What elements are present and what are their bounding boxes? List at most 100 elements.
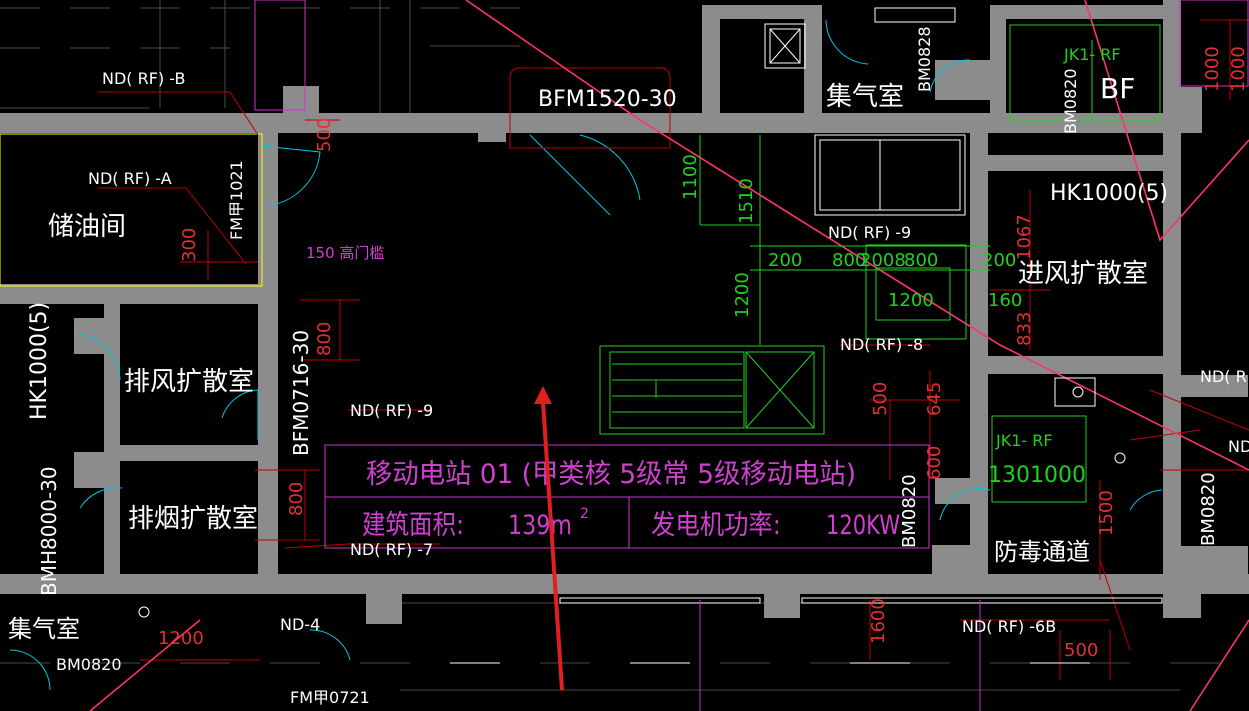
- diagonal-bottom-right: [1189, 619, 1249, 711]
- wall-bottom-pillar-2: [764, 574, 800, 618]
- door-exhaust: [77, 333, 121, 381]
- wall-bottom-pillar-1: [366, 574, 402, 624]
- label-nd-rf-9a: ND( RF) -9: [350, 401, 433, 420]
- label-nd-rf-a: ND( RF) -A: [88, 169, 172, 188]
- tag-bmh8000: BMH8000-30: [37, 466, 61, 596]
- wall-lower-right-stub-2: [932, 545, 970, 574]
- dim-1000-top2: 1000: [1228, 46, 1249, 92]
- wall-upper-right-box: [990, 5, 1006, 125]
- dim-1200-bot: 1200: [158, 628, 204, 649]
- label-nd-rf-6b: ND( RF) -6B: [962, 617, 1056, 636]
- background-grid: [0, 0, 1249, 691]
- room-bf: BF: [1100, 72, 1135, 105]
- equipment-dimension-labels: 1100 1510 200 800 2008 800 200 1200 1200…: [680, 154, 1022, 318]
- diagonal-top-right: [1084, 0, 1249, 242]
- dim-1510: 1510: [736, 178, 757, 224]
- door-lower-right: [939, 487, 991, 521]
- wall-left-inner-vertical: [104, 304, 120, 574]
- door-bfm1520: [529, 134, 641, 216]
- wall-corridor-right: [1180, 375, 1248, 397]
- power-value: 120KW: [826, 510, 900, 541]
- oil-room-boundary: [0, 133, 263, 287]
- equipment-labels: JK1- RF JK1- RF 1301000: [988, 45, 1121, 488]
- label-hk-right: HK1000(5): [1050, 181, 1168, 206]
- label-hk-left: HK1000(5): [27, 302, 52, 420]
- tag-bm0820-mid: BM0820: [899, 474, 920, 548]
- diagonal-main: [465, 0, 1249, 471]
- wall-room-stub: [74, 318, 104, 354]
- label-jk1-mid-size: 1301000: [988, 463, 1086, 488]
- room-air-collection-bottom: 集气室: [8, 615, 80, 643]
- tag-bfm0716: BFM0716-30: [289, 330, 313, 456]
- wall-bottom-pillar-3: [1163, 574, 1201, 618]
- dim-500-mid: 500: [870, 382, 891, 416]
- dim-1500: 1500: [1096, 490, 1117, 536]
- wall-upper-right-sep: [822, 113, 1002, 131]
- label-nd-rf-9b: ND( RF) -9: [828, 223, 911, 242]
- door-swings: [9, 19, 1163, 691]
- dim-800-b: 800: [832, 250, 866, 271]
- tag-fmjia0721: FM甲0721: [290, 688, 370, 707]
- area-value: 139m: [508, 510, 572, 541]
- door-exhaust-2: [221, 389, 259, 440]
- tag-bm0828: BM0828: [915, 27, 934, 93]
- door-tags: BFM1520-30 FM甲1021 BFM0716-30 BMH8000-30…: [37, 27, 1219, 708]
- door-corridor: [1129, 489, 1163, 511]
- walls: [0, 0, 1249, 624]
- label-nd-4: ND-4: [280, 615, 320, 634]
- wall-corridor-right-2: [1180, 546, 1248, 576]
- wall-upper-top: [702, 5, 822, 19]
- dim-160: 160: [988, 290, 1022, 311]
- diagonal-lines: [89, 0, 1249, 711]
- room-exhaust-diffusion: 排风扩散室: [124, 367, 254, 397]
- dim-800-left2: 800: [286, 482, 307, 516]
- wall-top-pillar: [283, 86, 319, 116]
- area-unit-sup: 2: [580, 506, 589, 522]
- room-air-collection-top: 集气室: [826, 82, 904, 112]
- dim-833: 833: [1014, 312, 1035, 346]
- label-nd-right-small: ND: [1228, 437, 1249, 456]
- dim-1200-h: 1200: [888, 290, 934, 311]
- dim-1000-top: 1000: [1202, 46, 1223, 92]
- wall-right-column: [970, 133, 988, 574]
- room-oil-storage: 储油间: [48, 212, 126, 242]
- wall-right-sep-1: [970, 356, 1180, 374]
- dim-1067: 1067: [1014, 214, 1035, 260]
- dim-500-top: 500: [314, 118, 335, 152]
- dimension-labels: 500 300 800 800 1067 833 500 645 600 150…: [158, 46, 1249, 661]
- tag-bm-top-right: BM0820: [1061, 69, 1080, 135]
- door-oil-room: [261, 145, 321, 207]
- red-arrow: [534, 386, 564, 691]
- wall-upper-right-top: [990, 5, 1180, 19]
- tag-bfm1520: BFM1520-30: [538, 87, 677, 112]
- dim-1600: 1600: [868, 598, 889, 644]
- label-nd-rf-8: ND( RF) -8: [840, 335, 923, 354]
- power-label: 发电机功率:: [651, 510, 781, 541]
- title-block-title: 移动电站 01 (甲类核 5级常 5级移动电站): [366, 459, 856, 490]
- room-gas-corridor: 防毒通道: [994, 538, 1090, 566]
- wall-upper-box-left: [702, 5, 720, 115]
- dim-2008: 2008: [860, 250, 906, 271]
- wall-bottom-horizontal: [0, 574, 1249, 594]
- dim-600: 600: [924, 446, 945, 480]
- dim-645: 645: [924, 382, 945, 416]
- wall-upper-box-mid: [804, 5, 822, 115]
- dim-1100: 1100: [680, 154, 701, 200]
- wall-left-separator-2: [104, 445, 278, 461]
- dim-800-left: 800: [314, 322, 335, 356]
- dim-200-b: 200: [982, 250, 1016, 271]
- annotation-labels: ND( RF) -B ND( RF) -A ND( RF) -9 ND( RF)…: [27, 69, 1249, 636]
- diagonal-bottom-left: [89, 619, 201, 711]
- label-nd-rf-right: ND( R: [1200, 367, 1247, 386]
- label-threshold: 150 高门槛: [306, 244, 384, 262]
- tag-bm0820-left: BM0820: [56, 655, 122, 674]
- dim-1200-v: 1200: [732, 272, 753, 318]
- dim-200-a: 200: [768, 250, 802, 271]
- label-jk1-mid: JK1- RF: [995, 431, 1053, 450]
- label-jk1-top: JK1- RF: [1063, 45, 1121, 64]
- room-labels: 储油间 排风扩散室 排烟扩散室 集气室 集气室 进风扩散室 防毒通道 BF: [8, 72, 1148, 643]
- wall-top-pillar-2: [478, 128, 506, 142]
- label-nd-rf-b: ND( RF) -B: [102, 69, 185, 88]
- dim-300: 300: [179, 228, 200, 262]
